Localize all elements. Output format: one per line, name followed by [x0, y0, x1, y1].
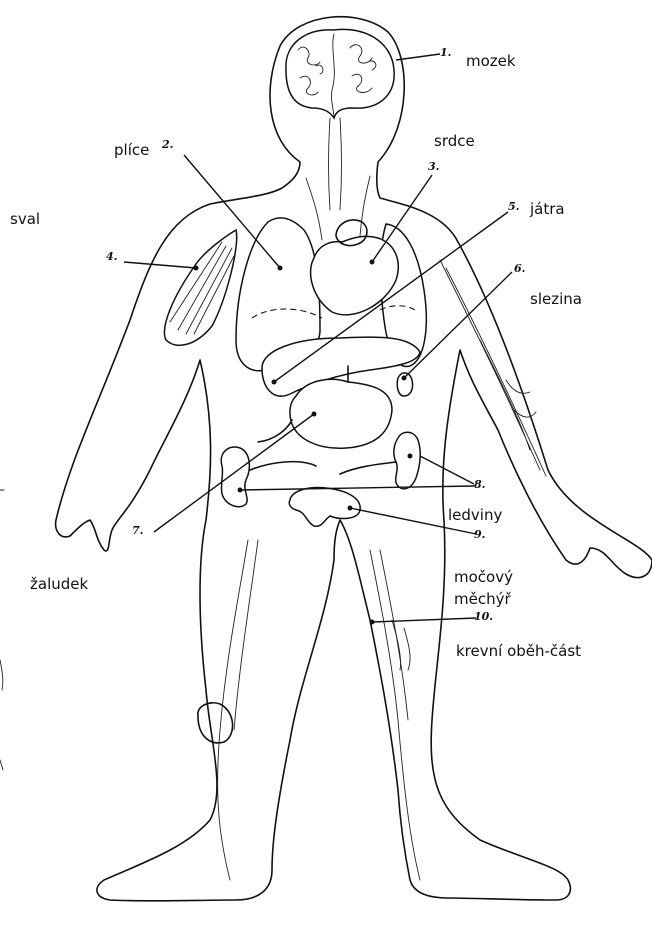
number-2: 2.: [162, 138, 173, 151]
label-jatra: játra: [530, 200, 565, 218]
label-mechyr: měchýř: [454, 590, 511, 608]
label-mozek: mozek: [466, 52, 516, 70]
label-plice: plíce: [114, 141, 149, 159]
label-sval: sval: [10, 210, 40, 228]
label-srdce: srdce: [434, 132, 475, 150]
number-3: 3.: [428, 160, 439, 173]
stomach-shape: [290, 379, 392, 448]
right-kidney: [221, 447, 249, 507]
label-ledviny: ledviny: [448, 506, 502, 524]
brain-shape: [286, 29, 394, 118]
number-8: 8.: [474, 478, 485, 491]
number-9: 9.: [474, 528, 485, 541]
number-10: 10.: [474, 610, 493, 623]
arm-muscle: [164, 230, 236, 345]
left-kidney: [394, 432, 420, 489]
label-mocovy: močový: [454, 568, 513, 586]
number-7: 7.: [132, 524, 143, 537]
number-4: 4.: [106, 250, 117, 263]
label-zaludek: žaludek: [30, 575, 88, 593]
number-6: 6.: [514, 262, 525, 275]
number-5: 5.: [508, 200, 519, 213]
label-slezina: slezina: [530, 290, 582, 308]
number-1: 1.: [440, 46, 451, 59]
label-krevni-obeh: krevní oběh-část: [456, 642, 581, 660]
